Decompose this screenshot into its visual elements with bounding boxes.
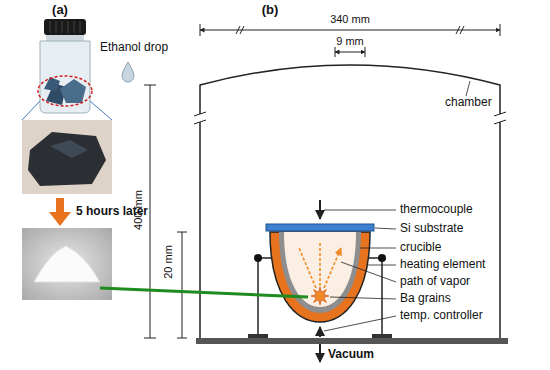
part-label: thermocouple <box>400 203 473 217</box>
link-line <box>100 288 308 297</box>
powder-photo <box>22 228 112 300</box>
leader-line <box>324 210 396 211</box>
si-substrate <box>266 224 374 231</box>
step-arrow <box>56 198 64 214</box>
dimension-tick <box>177 232 187 338</box>
leader-line <box>368 265 396 266</box>
part-label: temp. controller <box>400 309 483 323</box>
chamber-wall <box>200 65 500 338</box>
leader-line <box>330 297 396 299</box>
panel-letter: (b) <box>262 3 279 18</box>
vial-neck <box>46 35 84 41</box>
crucible <box>279 232 361 313</box>
leader-line <box>466 81 470 96</box>
stand-knob <box>378 254 386 262</box>
dimension-line <box>335 52 365 53</box>
part-label: Si substrate <box>400 222 463 236</box>
step-note: Ethanol drop <box>100 41 168 55</box>
heating-element <box>270 232 370 322</box>
part-label: Vacuum <box>328 348 374 362</box>
chunk <box>28 132 106 186</box>
break-mark <box>494 112 506 124</box>
controller-arrow <box>319 327 321 337</box>
closeup-photo <box>22 120 112 194</box>
break-mark <box>236 26 464 34</box>
part-label: chamber <box>445 96 492 110</box>
vacuum-arrow <box>319 344 321 362</box>
stand-foot <box>248 334 268 338</box>
stand-foot <box>372 334 392 338</box>
ba-grains <box>311 287 329 305</box>
dimension-line <box>200 30 500 31</box>
stand-knob <box>254 254 262 262</box>
vial-cap <box>44 19 86 35</box>
ethanol-drop <box>122 62 134 82</box>
chunk-shine <box>50 140 88 158</box>
vial-photo <box>38 19 92 113</box>
dimension: 20 mm <box>162 245 175 279</box>
chunk <box>60 79 86 103</box>
dimension: 340 mm <box>330 13 370 26</box>
dimension-line <box>150 85 151 338</box>
dimension: 9 mm <box>336 35 364 48</box>
base-plate <box>196 338 508 344</box>
leader-line <box>375 228 396 229</box>
highlight-circle <box>38 76 92 106</box>
part-label: crucible <box>400 241 441 255</box>
part-label: path of vapor <box>400 275 470 289</box>
dimension-line <box>182 232 183 338</box>
leader-line <box>360 248 396 249</box>
vapor-path <box>299 242 341 288</box>
chunk <box>44 77 60 91</box>
cap-ribs <box>50 21 80 33</box>
dimension-tick <box>335 47 365 57</box>
leader-line <box>324 316 396 331</box>
thermocouple-arrow <box>319 200 321 219</box>
powder-pile <box>34 246 100 282</box>
dimension: 400 mm <box>132 190 145 230</box>
part-label: heating element <box>400 258 485 272</box>
panel-letter: (a) <box>52 3 68 18</box>
dimension-tick <box>200 24 500 36</box>
step-arrow-head <box>49 212 71 226</box>
leader-line <box>341 262 396 282</box>
part-label: Ba grains <box>400 292 451 306</box>
break-mark <box>194 112 206 124</box>
zoom-lines <box>22 101 112 120</box>
